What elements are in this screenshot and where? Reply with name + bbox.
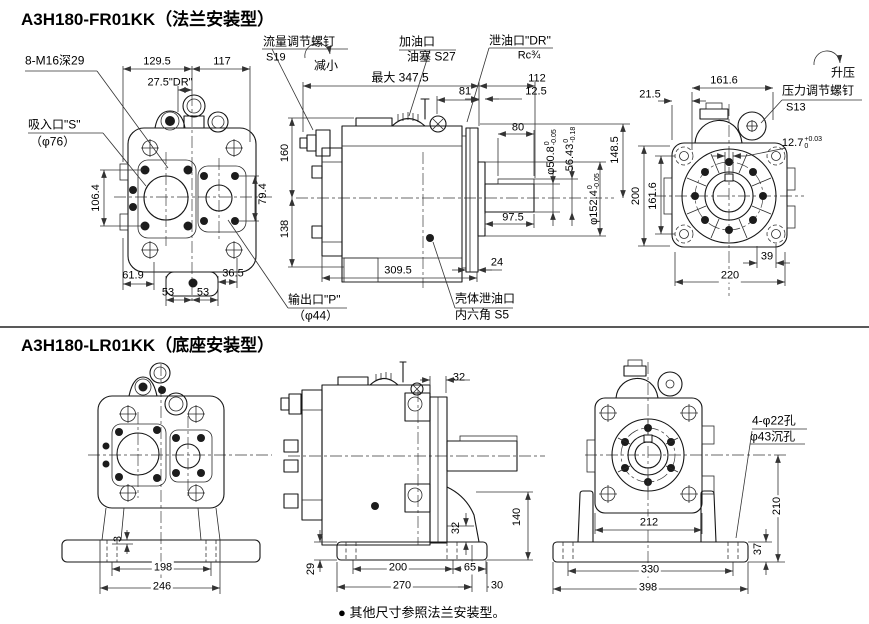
label-increase: 升压 bbox=[831, 65, 856, 80]
dim-200: 200 bbox=[630, 186, 642, 206]
dim-61-9: 61.9 bbox=[122, 269, 144, 282]
dim-32-right: 32 bbox=[450, 521, 462, 535]
section-title-flange: A3H180-FR01KK（法兰安装型） bbox=[21, 10, 275, 29]
callout-case-drain-size: 内六角 S5 bbox=[455, 307, 510, 322]
callout-drain-thread: Rc¾ bbox=[517, 49, 541, 62]
callout-suction-port: 吸入口"S" bbox=[28, 117, 81, 132]
callout-flow-screw: 流量调节螺钉 bbox=[263, 34, 336, 49]
callout-fill-plug: 油塞 S27 bbox=[407, 49, 456, 64]
tolerance-stack: 0-0.18 bbox=[563, 126, 577, 143]
tolerance-stack: 0-0.05 bbox=[544, 129, 558, 146]
footnote: ● 其他尺寸参照法兰安装型。 bbox=[338, 605, 506, 620]
view-lr-side bbox=[280, 361, 545, 592]
dim-212: 212 bbox=[637, 516, 661, 530]
dim-398: 398 bbox=[636, 581, 660, 595]
dim-32-top: 32 bbox=[452, 371, 466, 384]
dim-330: 330 bbox=[638, 563, 662, 577]
dim-53-a: 53 bbox=[161, 286, 175, 299]
view-fr-rear bbox=[638, 50, 862, 296]
dim-160: 160 bbox=[279, 143, 291, 163]
callout-outlet-size: （φ44） bbox=[293, 308, 339, 323]
dim-24: 24 bbox=[490, 256, 504, 269]
dim-21-5: 21.5 bbox=[639, 88, 661, 101]
dim-270: 270 bbox=[390, 579, 414, 593]
dim-309-5: 309.5 bbox=[384, 264, 412, 277]
dim-37: 37 bbox=[752, 542, 764, 556]
dim-81: 81 bbox=[458, 85, 472, 98]
dim-3: 3 bbox=[112, 535, 124, 543]
dim-200-base: 200 bbox=[386, 561, 410, 575]
callout-outlet-port: 输出口"P" bbox=[288, 292, 341, 307]
dim-36-5: 36.5 bbox=[222, 267, 244, 280]
callout-fill-port: 加油口 bbox=[399, 34, 436, 49]
dim-53-b: 53 bbox=[196, 286, 210, 299]
view-fr-side bbox=[262, 42, 630, 309]
dim-246: 246 bbox=[150, 580, 174, 594]
callout-drain-port: 泄油口"DR" bbox=[489, 33, 551, 48]
dim-138: 138 bbox=[279, 219, 291, 239]
dim-97-5: 97.5 bbox=[502, 211, 524, 224]
dim-148-5: 148.5 bbox=[609, 136, 621, 164]
dim-max-347-5: 最大 347.5 bbox=[371, 70, 429, 85]
dim-12-5: 12.5 bbox=[525, 85, 547, 98]
dim-161-6-side: 161.6 bbox=[647, 182, 659, 210]
dim-210: 210 bbox=[771, 494, 783, 518]
callout-case-drain: 壳体泄油口 bbox=[455, 291, 516, 306]
dim-29: 29 bbox=[305, 562, 317, 576]
dim-117: 117 bbox=[213, 55, 231, 68]
tolerance-stack: 0-0.05 bbox=[587, 173, 601, 190]
dim-220: 220 bbox=[718, 269, 742, 283]
label-decrease: 减小 bbox=[314, 58, 339, 73]
callout-pressure-screw-size: S13 bbox=[786, 101, 806, 114]
section-title-base: A3H180-LR01KK（底座安装型） bbox=[21, 336, 275, 355]
dim-79-4: 79.4 bbox=[257, 183, 269, 205]
dim-140: 140 bbox=[511, 507, 523, 527]
dim-129-5: 129.5 bbox=[143, 55, 171, 68]
dim-161-6-top: 161.6 bbox=[710, 74, 738, 87]
view-fr-front bbox=[25, 66, 347, 309]
callout-base-holes: 4-φ22孔 bbox=[752, 413, 796, 428]
dim-39: 39 bbox=[760, 250, 774, 263]
dim-27-5-dr: 27.5"DR" bbox=[147, 76, 193, 89]
dim-80: 80 bbox=[511, 121, 525, 134]
dim-65: 65 bbox=[461, 561, 479, 575]
dim-112: 112 bbox=[528, 72, 546, 85]
callout-base-counterbore: φ43沉孔 bbox=[750, 429, 796, 444]
dim-30: 30 bbox=[488, 579, 506, 593]
dim-106-4: 106.4 bbox=[90, 184, 102, 212]
callout-suction-size: （φ76） bbox=[30, 134, 76, 149]
view-lr-rear bbox=[552, 359, 807, 594]
dim-198: 198 bbox=[151, 561, 175, 575]
callout-flow-screw-size: S19 bbox=[266, 51, 286, 64]
callout-pressure-screw: 压力调节螺钉 bbox=[782, 83, 855, 98]
view-lr-front bbox=[61, 362, 272, 594]
callout-mount-thread: 8-M16深29 bbox=[25, 53, 85, 68]
